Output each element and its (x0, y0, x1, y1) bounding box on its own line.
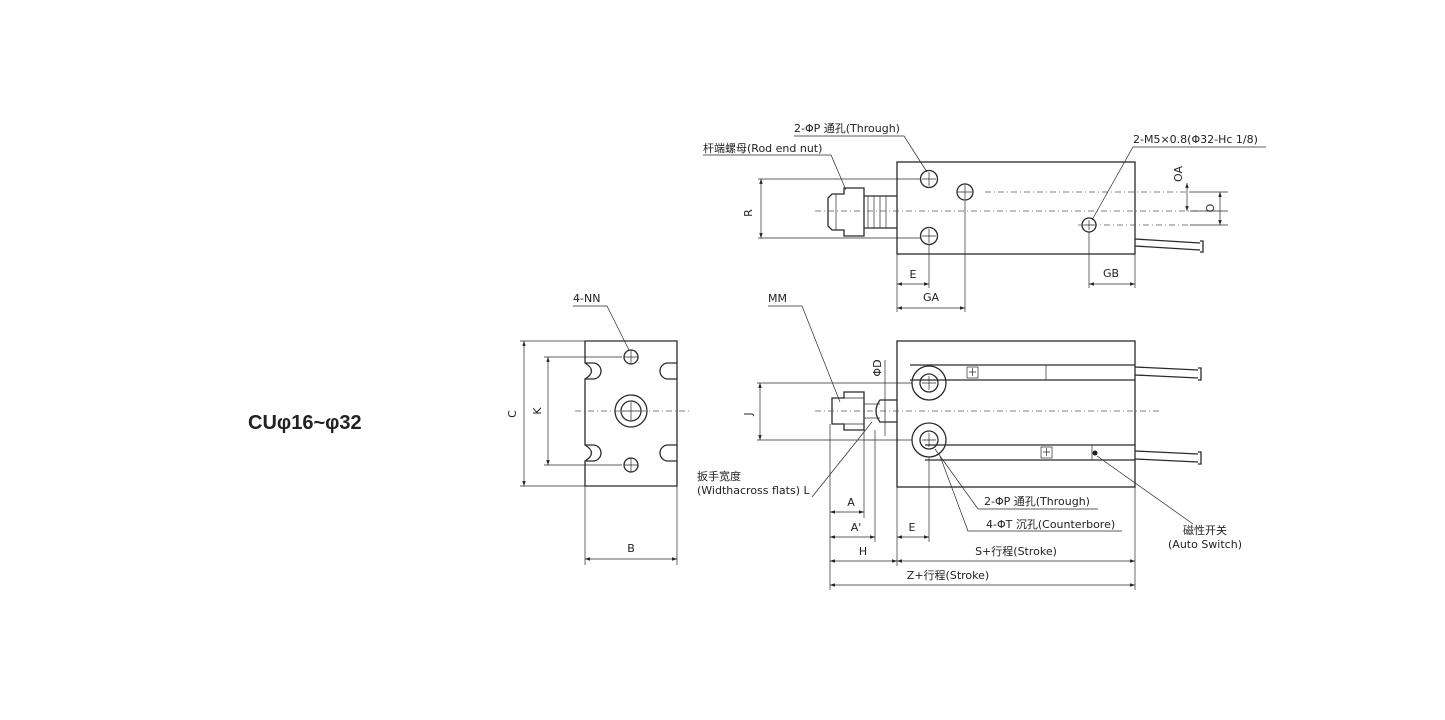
callout-wrench-en: (Widthacross flats) L (697, 484, 811, 497)
dim-S-stroke: S+行程(Stroke) (975, 545, 1057, 558)
callout-auto-switch-cn: 磁性开关 (1183, 523, 1227, 537)
dim-A-prime: A' (851, 521, 862, 534)
top-through-hole-2 (919, 226, 939, 246)
callout-through-side: 2-ΦP 通孔(Through) (984, 495, 1090, 508)
side-rod-end-nut (831, 391, 865, 431)
top-rod-end-nut (827, 187, 865, 237)
dim-E-side: E (909, 521, 916, 534)
dim-R: R (742, 209, 755, 217)
dim-D: ΦD (871, 359, 884, 376)
dim-GA: GA (923, 291, 940, 304)
dim-K: K (531, 407, 544, 415)
side-body-outline (896, 340, 1136, 488)
dim-B: B (627, 542, 635, 555)
dim-H: H (859, 545, 867, 558)
side-cables (1134, 366, 1199, 463)
dim-C: C (506, 410, 519, 418)
callout-auto-switch-en: (Auto Switch) (1168, 538, 1242, 551)
top-cable (1134, 238, 1201, 251)
auto-switch-dot (1092, 450, 1098, 456)
dim-E-top: E (910, 268, 917, 281)
dim-A: A (847, 496, 855, 509)
callout-wrench-cn: 扳手宽度 (697, 469, 741, 483)
end-view: C K B 4-NN (506, 292, 690, 565)
callout-port: 2-M5×0.8(Φ32-Hc 1/8) (1133, 133, 1258, 146)
top-view: R OA O E GA GB 2-ΦP 通孔(Through) 杆端螺母(Rod… (703, 122, 1266, 312)
callout-counterbore: 4-ΦT 沉孔(Counterbore) (986, 518, 1115, 531)
dim-O: O (1204, 203, 1217, 212)
dim-J: J (742, 412, 755, 416)
dim-OA: OA (1172, 166, 1185, 182)
top-body-outline (896, 161, 1136, 255)
top-piston-rod (864, 195, 897, 229)
dim-GB: GB (1103, 267, 1119, 280)
top-through-hole-3 (956, 183, 974, 201)
side-view: J ΦD MM A A' E H S+行程(Stroke) Z+行程(Strok… (697, 292, 1242, 590)
dim-Z-stroke: Z+行程(Stroke) (907, 569, 989, 582)
diagram-title: CUφ16~φ32 (248, 412, 362, 434)
callout-MM: MM (768, 292, 787, 305)
callout-4-NN: 4-NN (573, 292, 600, 305)
callout-through-top: 2-ΦP 通孔(Through) (794, 122, 900, 135)
callout-rod-end-nut: 杆端螺母(Rod end nut) (703, 141, 822, 155)
